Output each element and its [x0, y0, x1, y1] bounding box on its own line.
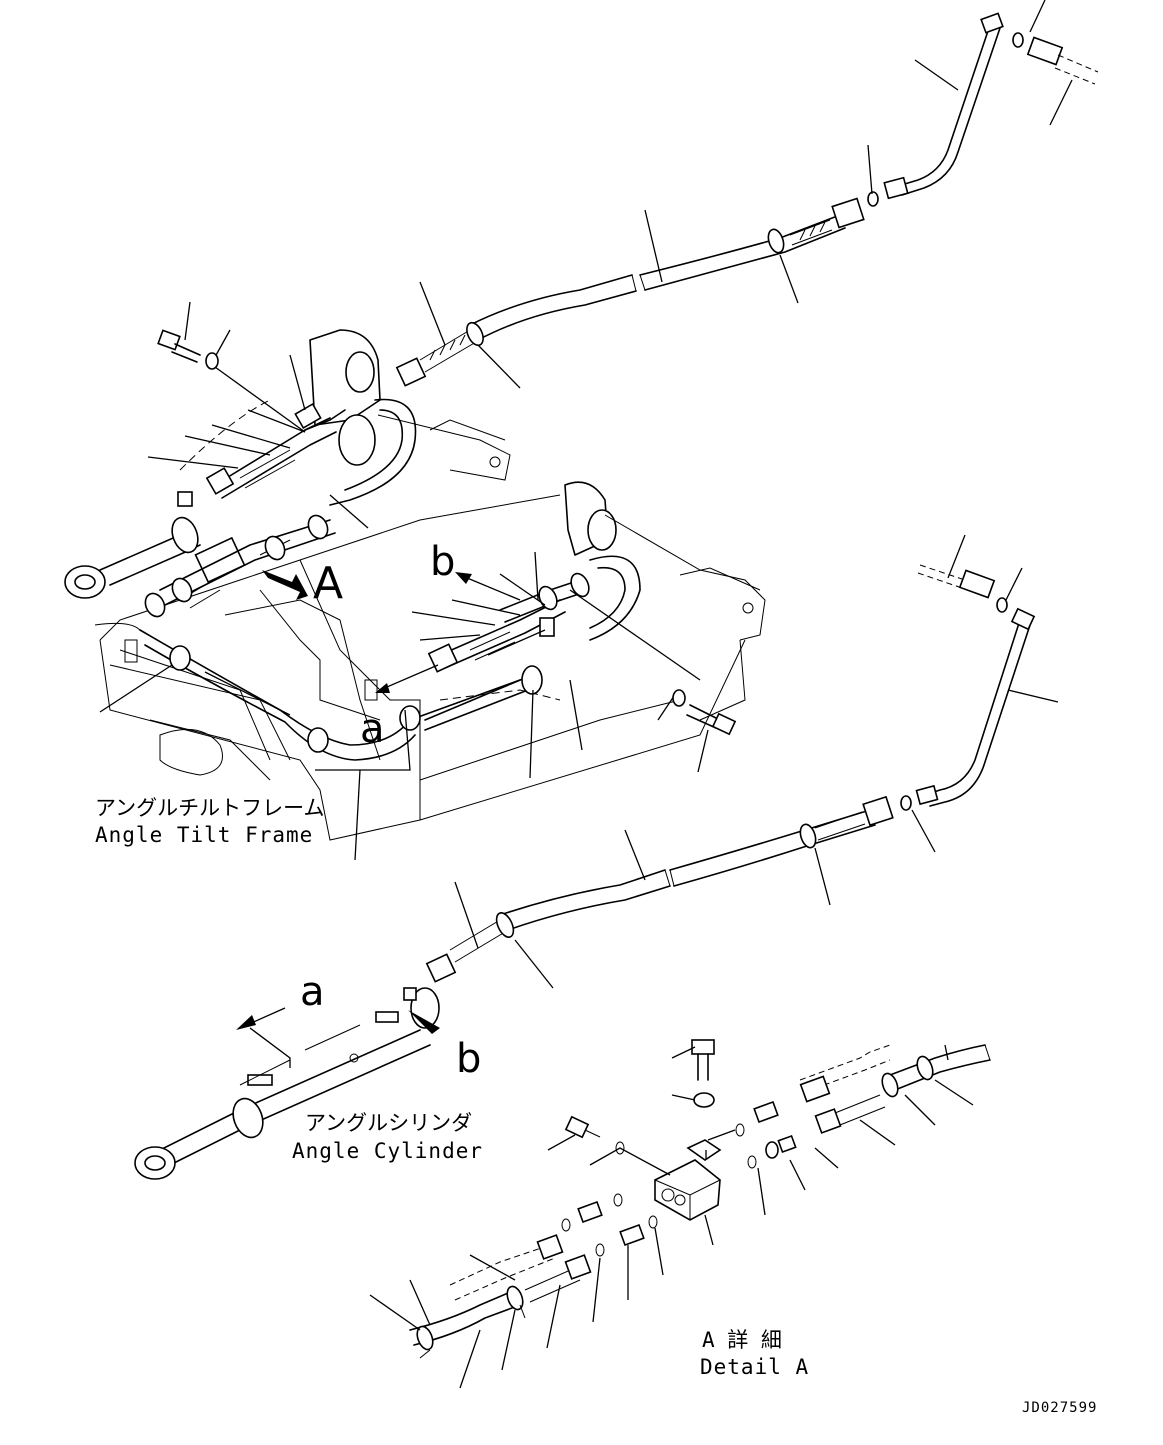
drawing-number: JD027599 — [1022, 1400, 1097, 1416]
cylinder-label-en: Angle Cylinder — [292, 1139, 483, 1163]
bolt-upper-left — [157, 329, 219, 370]
elbow-fitting-top — [1026, 36, 1099, 85]
cylinder-label-jp: アングルシリンダ — [305, 1111, 472, 1135]
bolt-frame-right — [672, 689, 737, 736]
leader-lines-middle — [454, 534, 1059, 989]
detail-label-en: Detail A — [700, 1355, 809, 1379]
detail-A-assembly — [409, 1039, 991, 1359]
callout-b-cylinder: b — [456, 1036, 481, 1082]
detail-label-jp: A 詳 細 — [702, 1328, 782, 1352]
angle-tilt-frame — [99, 329, 766, 841]
frame-hoses — [64, 402, 590, 761]
arrow-a-cylinder — [236, 1015, 256, 1030]
middle-hose-assembly — [425, 564, 1036, 983]
frame-label-jp: アングルチルトフレーム — [95, 796, 325, 820]
callout-b-frame: b — [430, 539, 455, 585]
frame-callouts — [262, 570, 521, 693]
leader-lines-upper — [184, 0, 1073, 433]
angle-cylinder — [134, 987, 440, 1180]
callout-a-cylinder: a — [300, 969, 325, 1015]
leader-lines-detail — [369, 1044, 974, 1389]
callout-A-frame: A — [313, 558, 343, 609]
leader-lines-frame — [99, 354, 709, 861]
callout-a-cyl-leader — [249, 1027, 291, 1068]
frame-label-en: Angle Tilt Frame — [95, 823, 313, 847]
upper-hose-assembly — [395, 12, 1099, 387]
callout-a-frame: a — [360, 706, 385, 752]
